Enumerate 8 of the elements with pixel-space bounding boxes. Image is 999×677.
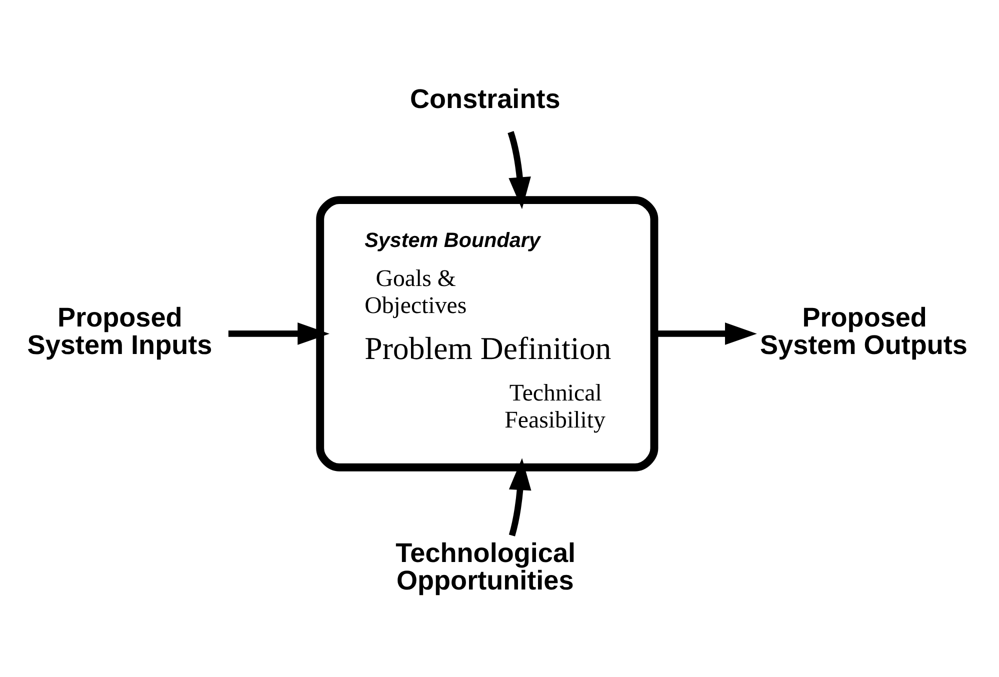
arrow [508, 458, 532, 536]
node-box: System Boundary Goals & Objectives Problem Definition Technical Feasibility [316, 196, 658, 472]
node-text: Proposed System Outputs [760, 302, 968, 360]
node-text: Proposed System Inputs [27, 302, 212, 360]
arrow [228, 322, 330, 345]
node-text: Technological Opportunities [396, 538, 576, 596]
arrow [508, 131, 531, 210]
node-text: Constraints [410, 84, 560, 114]
